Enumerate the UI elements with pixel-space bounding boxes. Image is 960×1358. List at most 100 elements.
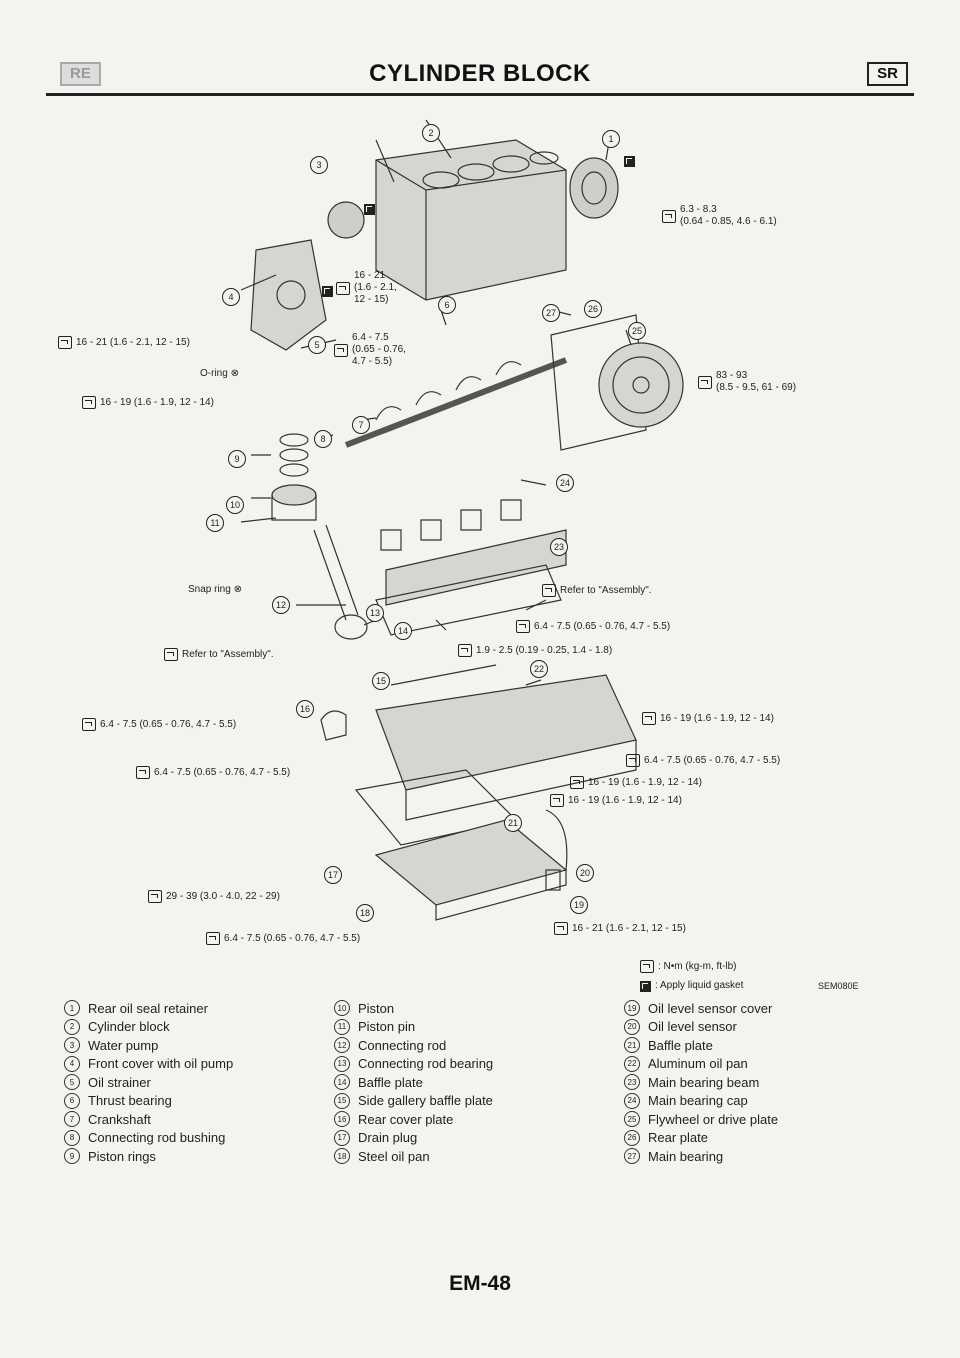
callout-5: 5 [308, 336, 326, 354]
legend-number: 6 [64, 1092, 80, 1109]
legend-label: Oil level sensor cover [648, 1000, 773, 1016]
legend-number: 20 [624, 1018, 640, 1035]
legend-number: 15 [334, 1092, 350, 1109]
legend-number: 11 [334, 1018, 350, 1035]
legend-number: 7 [64, 1111, 80, 1127]
callout-6: 6 [438, 296, 456, 314]
legend-label: Cylinder block [88, 1019, 170, 1034]
legend-number: 1 [64, 1000, 80, 1016]
o-ring-icon: ⊗ [230, 368, 239, 379]
torque-icon [516, 620, 530, 633]
legend-number: 22 [624, 1055, 640, 1072]
legend-label: Connecting rod [358, 1037, 447, 1053]
snap-ring-label: Snap ring ⊗ [188, 584, 242, 595]
legend-label: Side gallery baffle plate [358, 1093, 493, 1108]
torque-note: 16 - 19 (1.6 - 1.9, 12 - 14) [642, 712, 774, 725]
snap-ring-icon: ⊗ [233, 584, 242, 595]
legend-item: 20 Oil level sensor [624, 1018, 737, 1035]
page-number: EM-48 [449, 1272, 511, 1295]
callout-9: 9 [228, 450, 246, 468]
legend-label: Main bearing cap [648, 1093, 748, 1108]
legend-number: 26 [624, 1129, 640, 1146]
callout-4: 4 [222, 288, 240, 306]
callout-20: 20 [576, 864, 594, 882]
page-header: RE CYLINDER BLOCK SR [46, 52, 914, 96]
legend-label: Oil level sensor [648, 1019, 737, 1034]
torque-icon [148, 890, 162, 903]
torque-icon [82, 396, 96, 409]
callout-1: 1 [602, 130, 620, 148]
legend-item: 13 Connecting rod bearing [334, 1055, 494, 1072]
header-rule [46, 93, 914, 96]
legend-item: 23 Main bearing beam [624, 1074, 759, 1090]
torque-note: 1.9 - 2.5 (0.19 - 0.25, 1.4 - 1.8) [458, 644, 612, 657]
legend-item: 2 Cylinder block [64, 1018, 170, 1035]
legend-number: 16 [334, 1111, 350, 1127]
legend-label: Oil strainer [88, 1074, 151, 1090]
page-title: CYLINDER BLOCK [369, 60, 591, 87]
torque-icon [136, 766, 150, 779]
liquid-gasket-icon [364, 204, 375, 215]
legend-label: Piston pin [358, 1019, 416, 1034]
torque-icon [550, 794, 564, 807]
legend-number: 21 [624, 1037, 640, 1053]
torque-icon [542, 584, 556, 597]
legend-item: 19 Oil level sensor cover [624, 1000, 772, 1016]
legend-number: 10 [334, 1000, 350, 1016]
legend-item: 21 Baffle plate [624, 1037, 713, 1053]
callout-15: 15 [372, 672, 390, 690]
torque-icon [58, 336, 72, 349]
callout-10: 10 [226, 496, 244, 514]
figure-code: SEM080E [818, 981, 859, 991]
legend-number: 2 [64, 1018, 80, 1035]
diagram-drawing [240, 119, 684, 921]
legend-number: 13 [334, 1055, 350, 1072]
torque-note: Refer to "Assembly". [164, 648, 274, 661]
torque-icon [570, 776, 584, 789]
gasket-key: : Apply liquid gasket [640, 980, 743, 992]
torque-note: 83 - 93 (8.5 - 9.5, 61 - 69) [698, 370, 796, 394]
torque-icon [642, 712, 656, 725]
legend-label: Baffle plate [648, 1037, 713, 1053]
torque-note: 16 - 19 (1.6 - 1.9, 12 - 14) [82, 396, 214, 409]
legend-label: Main bearing [648, 1148, 724, 1164]
legend-label: Front cover with oil pump [88, 1056, 234, 1071]
callout-7: 7 [352, 416, 370, 434]
callout-11: 11 [206, 514, 224, 532]
torque-note: 16 - 19 (1.6 - 1.9, 12 - 14) [570, 776, 702, 789]
callout-3: 3 [310, 156, 328, 174]
torque-note: 16 - 21 (1.6 - 2.1, 12 - 15) [58, 336, 190, 349]
legend-number: 27 [624, 1148, 640, 1164]
callout-25: 25 [628, 322, 646, 340]
torque-icon [164, 648, 178, 661]
legend-label: Main bearing beam [648, 1074, 760, 1090]
callout-27: 27 [542, 304, 560, 322]
engine-tag: SR [867, 62, 908, 86]
legend-item: 11 Piston pin [334, 1018, 416, 1035]
callout-23: 23 [550, 538, 568, 556]
callout-21: 21 [504, 814, 522, 832]
torque-icon [698, 375, 712, 389]
legend-label: Rear oil seal retainer [88, 1000, 208, 1016]
section-tag: RE [60, 62, 101, 86]
legend-number: 25 [624, 1111, 640, 1127]
legend-number: 14 [334, 1074, 350, 1090]
legend-label: Thrust bearing [88, 1093, 172, 1108]
torque-note: 6.4 - 7.5 (0.65 - 0.76, 4.7 - 5.5) [82, 718, 236, 731]
torque-note: 6.4 - 7.5 (0.65 - 0.76, 4.7 - 5.5) [516, 620, 670, 633]
legend-number: 3 [64, 1037, 80, 1053]
legend-number: 8 [64, 1129, 80, 1146]
legend-label: Rear plate [648, 1130, 708, 1145]
legend-number: 19 [624, 1000, 640, 1016]
callout-14: 14 [394, 622, 412, 640]
legend-label: Connecting rod bearing [358, 1056, 494, 1071]
legend-number: 23 [624, 1074, 640, 1090]
legend-number: 17 [334, 1129, 350, 1146]
